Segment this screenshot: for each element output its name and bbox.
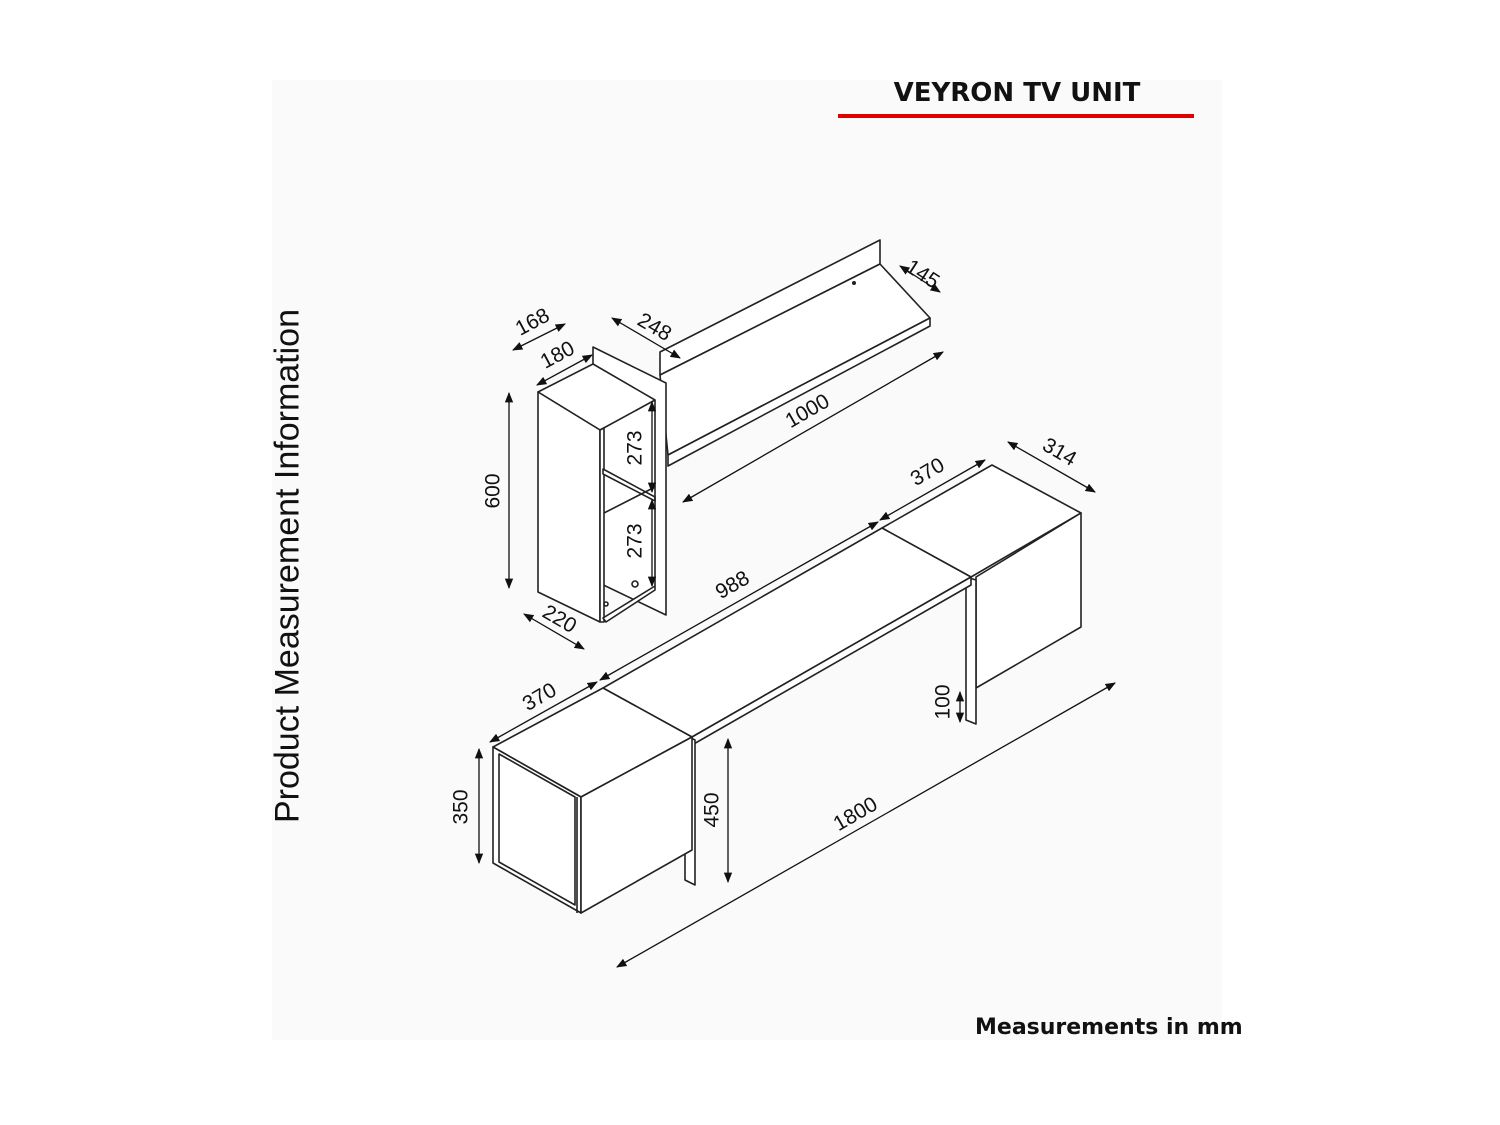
dim-label-unit-depth: 314 [1039,433,1081,471]
dim-label-box-height: 350 [450,789,473,824]
dim-label-leg-height: 450 [701,792,724,827]
cabinet-hole [631,580,639,588]
dim-label-left-box-width: 370 [519,678,561,715]
dim-label-upper-compartment: 273 [624,430,647,465]
units-note: Measurements in mm [975,1015,1243,1040]
dim-line-cabinet-top-depth [512,323,566,351]
dim-label-total-length: 1800 [830,793,882,836]
title-underline [838,114,1194,118]
dim-label-cabinet-top-depth: 168 [512,304,554,341]
dim-label-cabinet-height: 600 [482,473,505,508]
cabinet-side-panel [537,391,601,623]
wall-shelf [659,239,931,467]
cabinet-hole [603,601,609,607]
cabinet-front-edge [599,427,605,623]
dim-label-shelf-height: 248 [634,308,676,345]
dim-line-middle-length [599,521,879,681]
dim-label-cabinet-depth: 180 [537,337,579,374]
dim-line-cabinet-bottom [523,613,585,650]
dimension-lines [474,265,1116,968]
dim-label-lower-compartment: 273 [624,523,647,558]
dim-label-middle-length: 988 [712,566,754,603]
right-leg [965,576,977,725]
page-title: VEYRON TV UNIT [893,78,1141,108]
dim-line-cabinet-depth [536,354,593,386]
dim-line-unit-depth [1007,441,1096,493]
dim-line-right-box-width [879,459,986,521]
dim-line-shelf-depth [899,265,941,293]
dim-line-shelf-height [611,317,681,359]
dim-label-right-box-width: 370 [907,453,949,490]
shelf-fixing-hole [851,280,856,285]
dim-line-total-length [616,682,1116,968]
dim-label-shelf-depth: 145 [902,255,944,293]
dim-line-shelf-width [682,351,944,503]
cabinet-upper-divider [603,486,656,514]
dim-label-floor-clearance: 100 [932,684,955,719]
dim-line-left-box-width [489,681,598,743]
left-box-inner [498,753,576,906]
wall-cabinet [537,346,667,623]
